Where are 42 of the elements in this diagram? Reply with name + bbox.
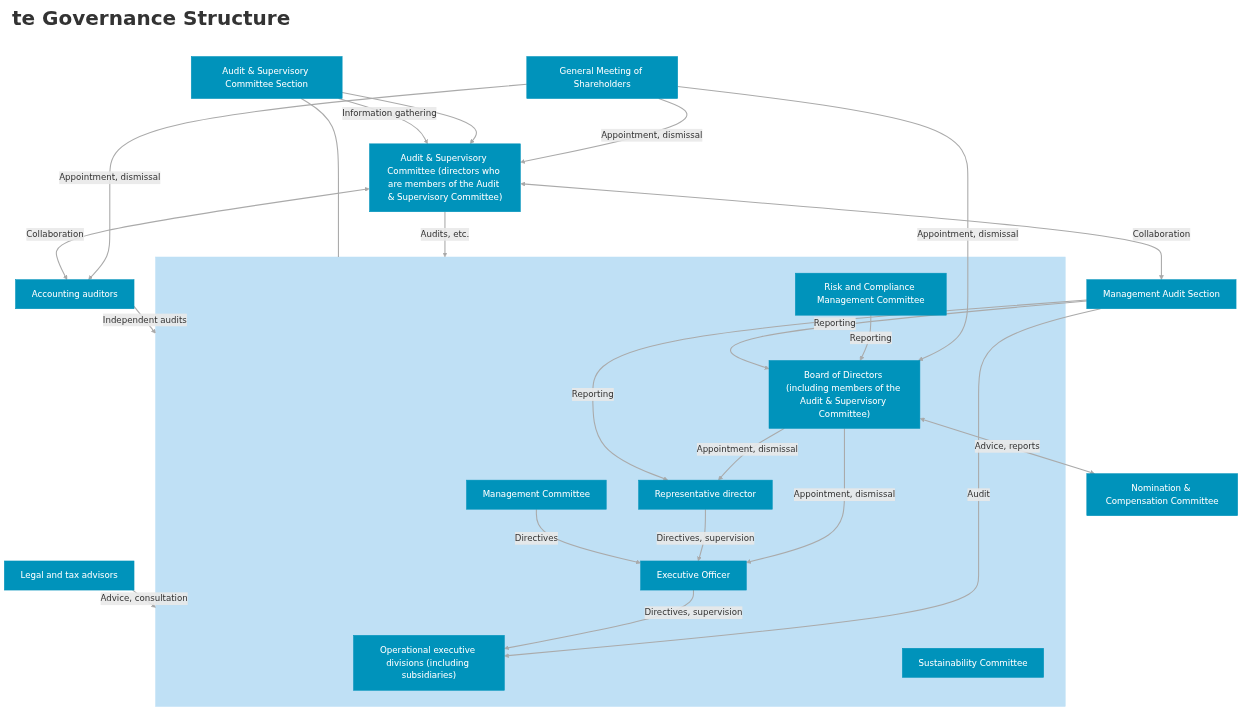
edge-label: Directives, supervision	[656, 532, 755, 544]
edge-label: Appointment, dismissal	[601, 129, 703, 141]
node-box: Board of Directors (including members of the Audit & Supervisory Committee)	[768, 360, 921, 429]
edge-label: Advice, reports	[974, 440, 1040, 452]
connector	[300, 98, 339, 258]
arrow	[730, 300, 1088, 370]
arrow	[919, 417, 1095, 475]
edge-label: Advice, consultation	[100, 593, 188, 604]
node-box: Sustainability Committee	[902, 648, 1044, 678]
edge-label: Collaboration	[26, 228, 84, 240]
node-box: Management Audit Section	[1086, 279, 1237, 309]
edge-label: Independent audits	[102, 314, 187, 325]
edge-label: Reporting	[813, 318, 856, 329]
edge-label: Reporting	[571, 389, 614, 400]
node-box: Nomination & Compensation Committee	[1086, 473, 1238, 516]
node-box: Audit & Supervisory Committee (directors who are members of the Audit & Supervisory Committee)	[369, 143, 521, 212]
edge-label: Appointment, dismissal	[59, 172, 161, 183]
edge-label: Audit	[967, 489, 990, 500]
edge-label: Collaboration	[1132, 228, 1191, 240]
node-box: Audit & Supervisory Committee Section	[190, 56, 343, 99]
arrow	[88, 83, 528, 280]
edge-label: Audits, etc.	[420, 228, 470, 240]
edge-label: Appointment, dismissal	[917, 228, 1019, 240]
edge-label: Appointment, dismissal	[793, 489, 896, 500]
node-box: Representative director	[638, 479, 773, 510]
node-box: General Meeting of Shareholders	[526, 56, 678, 99]
node-box: Accounting auditors	[15, 279, 135, 309]
node-box: Risk and Compliance Management Committee	[795, 272, 947, 316]
edge-label: Information gathering	[342, 108, 437, 119]
arrow	[746, 427, 845, 564]
node-box: Management Committee	[466, 479, 607, 510]
edge-label: Directives, supervision	[644, 607, 743, 618]
edge-label: Directives	[514, 532, 558, 544]
node-box: Executive Officer	[640, 560, 747, 591]
arrow	[520, 181, 1164, 280]
edge-label: Appointment, dismissal	[696, 443, 798, 455]
node-box: Operational executive divisions (including subsidiaries)	[353, 635, 505, 691]
arrow	[535, 508, 641, 565]
node-box: Legal and tax advisors	[4, 560, 135, 591]
arrow	[55, 187, 370, 280]
diagram-title: te Governance Structure	[11, 5, 292, 32]
edge-label: Reporting	[849, 332, 892, 343]
